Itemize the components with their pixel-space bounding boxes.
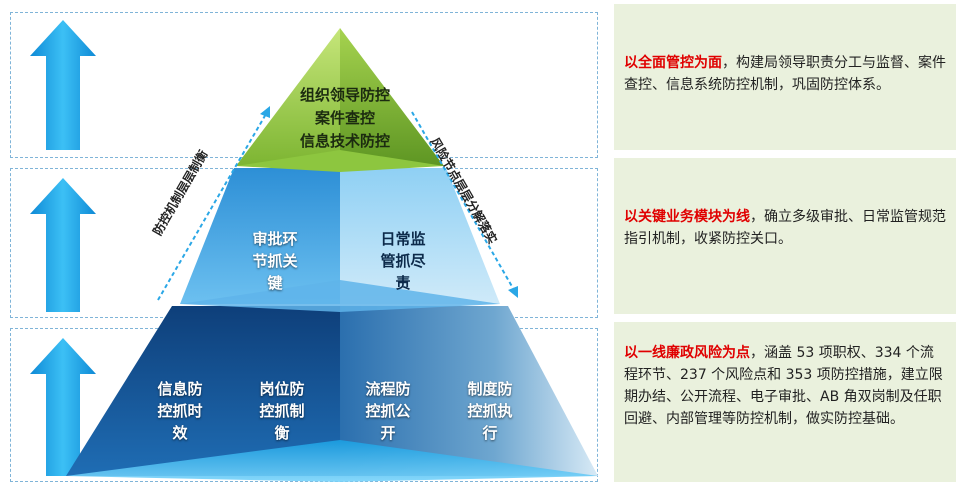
pyramid-bottom-right-face — [340, 306, 598, 476]
line-label-second: 二道防线 — [78, 220, 96, 280]
up-arrow-icon — [30, 338, 96, 476]
pyramid-top-base — [236, 150, 444, 172]
panel-highlight: 以关键业务模块为线 — [624, 209, 750, 225]
arrow-third-line: 三道防线 — [28, 18, 98, 152]
up-arrow-icon — [30, 178, 96, 312]
bottom-tier-process: 流程防 控抓公 开 — [365, 380, 411, 442]
pyramid-bottom-base — [66, 440, 598, 482]
pyramid-middle-left-face — [180, 168, 340, 304]
panel-third-line: 以全面管控为面，构建局领导职责分工与监督、案件查控、信息系统防控机制，巩固防控体… — [614, 4, 956, 150]
panel-text: ，确立多级审批、日常监管规范指引机制，收紧防控关口。 — [624, 209, 946, 247]
pyramid-top-right-face — [340, 28, 444, 166]
line-label-first: 一道防线 — [78, 380, 96, 440]
bottom-tier-system: 制度防 控抓执 行 — [467, 380, 513, 442]
top-tier-line: 组织领导防控 — [299, 86, 390, 104]
top-tier-text: 组织领导防控 案件查控 信息技术防控 — [250, 84, 440, 153]
pyramid-bottom-left-face — [66, 306, 340, 476]
bottom-tier-information: 信息防 控抓时 效 — [157, 380, 203, 442]
top-tier-line: 信息技术防控 — [299, 132, 390, 150]
middle-tier-approval: 审批环 节抓关 键 — [252, 230, 298, 292]
bottom-tier-position: 岗位防 控抓制 衡 — [259, 380, 305, 442]
line-label-third: 三道防线 — [78, 62, 96, 122]
up-arrow-icon — [30, 20, 96, 150]
arrow-head-icon — [508, 286, 518, 298]
arrow-second-line: 二道防线 — [28, 176, 98, 314]
arrow-first-line: 一道防线 — [28, 336, 98, 478]
right-diagonal-arrow — [411, 111, 515, 291]
panel-text: ，构建局领导职责分工与监督、案件查控、信息系统防控机制，巩固防控体系。 — [624, 55, 946, 93]
top-tier-line: 案件查控 — [314, 109, 375, 127]
panel-text: ，涵盖 53 项职权、334 个流程环节、237 个风险点和 353 项防控措施… — [624, 345, 943, 427]
pyramid-middle-base — [180, 280, 500, 312]
panel-second-line: 以关键业务模块为线，确立多级审批、日常监管规范指引机制，收紧防控关口。 — [614, 158, 956, 314]
panel-highlight: 以全面管控为面 — [624, 55, 722, 71]
arrow-head-icon — [260, 106, 270, 118]
pyramid-top-left-face — [236, 28, 340, 166]
middle-tier-supervision: 日常监 管抓尽 责 — [380, 230, 426, 292]
panel-highlight: 以一线廉政风险为点 — [624, 345, 750, 361]
left-diagonal-arrow — [157, 113, 267, 301]
pyramid-middle-right-face — [340, 168, 500, 304]
panel-first-line: 以一线廉政风险为点，涵盖 53 项职权、334 个流程环节、237 个风险点和 … — [614, 322, 956, 482]
